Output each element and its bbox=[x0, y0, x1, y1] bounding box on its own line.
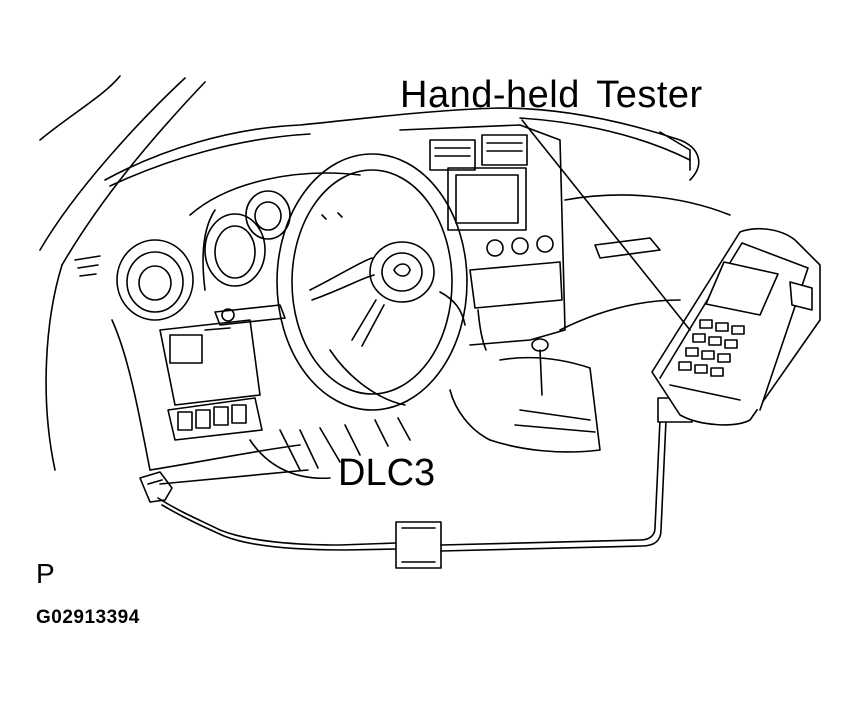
center-console bbox=[450, 339, 600, 452]
center-stack bbox=[400, 125, 565, 350]
leader-lines bbox=[160, 120, 690, 484]
hand-held-tester-label: Hand-held Tester bbox=[400, 74, 703, 116]
switch-panel bbox=[168, 398, 262, 440]
hand-held-tester bbox=[652, 229, 820, 425]
instrument-cluster bbox=[190, 173, 360, 290]
steering-wheel bbox=[277, 154, 467, 410]
figure-code: G02913394 bbox=[36, 607, 140, 628]
left-vent bbox=[75, 240, 193, 320]
dashboard-top bbox=[105, 108, 699, 186]
steering-column bbox=[160, 305, 285, 405]
dlc3-label: DLC3 bbox=[338, 452, 436, 494]
tester-cable bbox=[158, 398, 692, 568]
a-pillar bbox=[40, 76, 205, 470]
corner-mark: P bbox=[36, 558, 55, 589]
lower-dash bbox=[112, 320, 410, 478]
dlc3-connector bbox=[140, 472, 172, 502]
